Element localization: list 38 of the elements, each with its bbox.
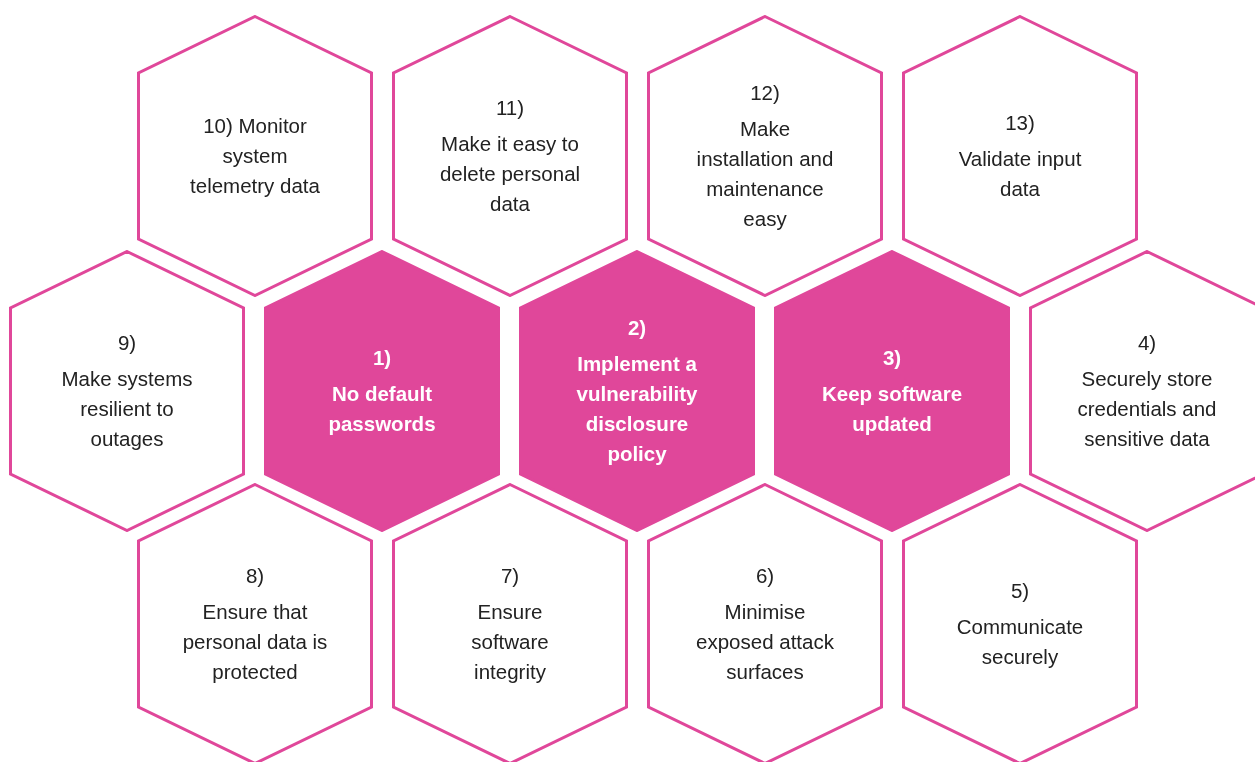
step-label: Minimise exposed attack surfaces — [695, 599, 835, 685]
hexagon — [9, 250, 245, 532]
step-label: No default passwords — [327, 381, 437, 437]
step-number: 2) — [627, 315, 647, 341]
step-number: 9) — [117, 330, 137, 356]
step-number: 4) — [1137, 330, 1157, 356]
hexagon — [137, 483, 373, 762]
step-number: 12) — [750, 80, 780, 106]
step-number: 6) — [755, 563, 775, 589]
step-number: 8) — [245, 563, 265, 589]
hexagon — [647, 483, 883, 762]
step-label: Ensure that personal data is protected — [181, 599, 329, 685]
step-number: 3) — [882, 345, 902, 371]
step-label: Communicate securely — [955, 614, 1085, 670]
step-label: Ensure software integrity — [470, 599, 550, 685]
step-label: Make systems resilient to outages — [60, 366, 194, 452]
hexagon — [392, 483, 628, 762]
hexagon — [774, 250, 1010, 532]
step-number: 1) — [372, 345, 392, 371]
step-number: 13) — [1005, 110, 1035, 136]
step-number: 11) — [495, 95, 525, 121]
step-number: 7) — [500, 563, 520, 589]
step-label: 10) Monitor system telemetry data — [189, 113, 321, 199]
hexagon — [902, 15, 1138, 297]
hexagon — [1029, 250, 1255, 532]
step-label: Securely store credentials and sensitive data — [1076, 366, 1218, 452]
step-label: Make it easy to delete personal data — [438, 131, 582, 217]
hexagon — [902, 483, 1138, 762]
step-label: Make installation and maintenance easy — [695, 116, 835, 232]
hexagon — [264, 250, 500, 532]
hexagon — [137, 15, 373, 297]
step-label: Keep software updated — [820, 381, 964, 437]
step-label: Implement a vulnerability disclosure policy — [575, 351, 699, 467]
step-number: 5) — [1010, 578, 1030, 604]
hexagon — [647, 15, 883, 297]
hexagon — [392, 15, 628, 297]
step-label: Validate input data — [957, 146, 1083, 202]
hexagon — [519, 250, 755, 532]
